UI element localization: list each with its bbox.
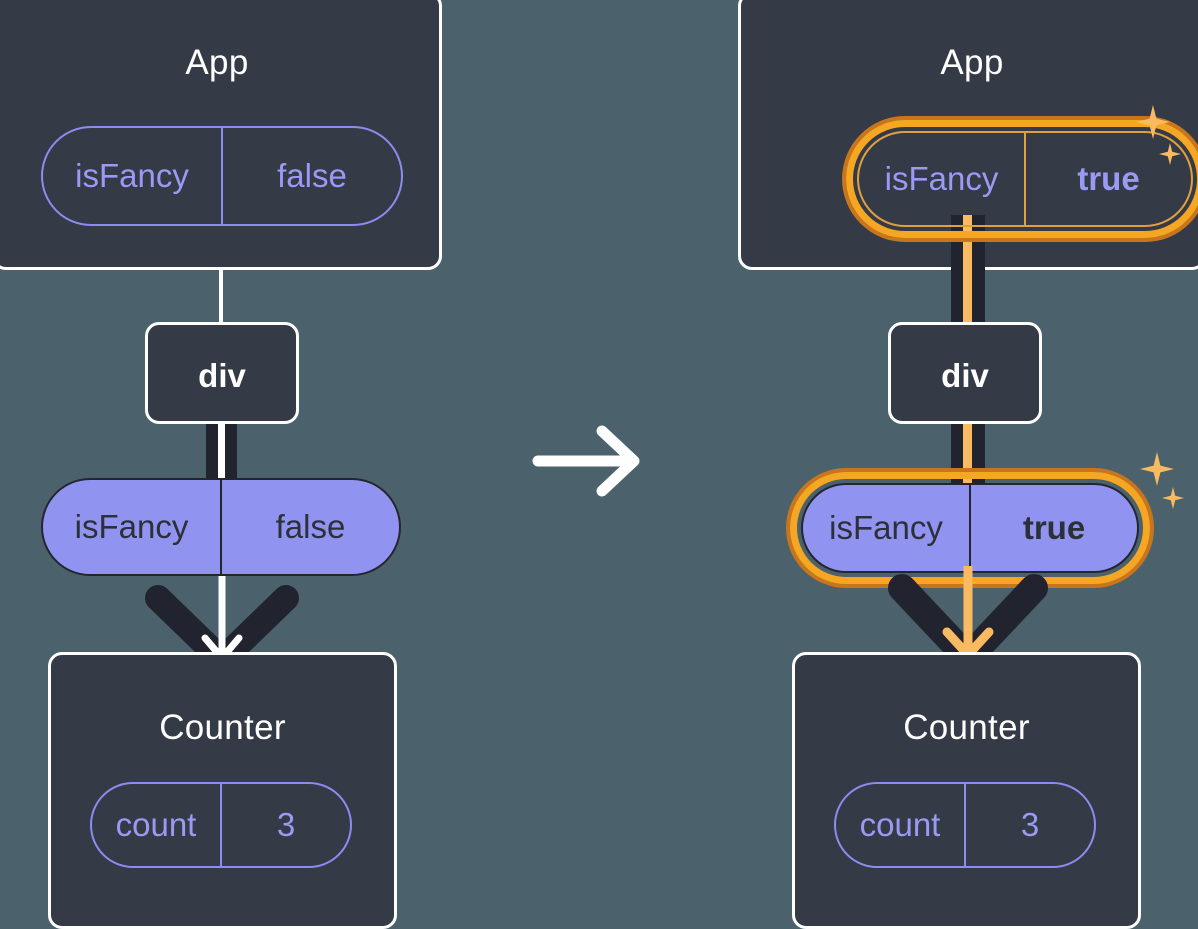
prop-value-before: false: [275, 508, 346, 545]
app-state-value-after: true: [1077, 160, 1140, 197]
counter-title-after: Counter: [903, 708, 1030, 747]
counter-state-key-after: count: [859, 806, 941, 843]
app-state-key-after: isFancy: [884, 160, 999, 197]
counter-title-before: Counter: [159, 708, 286, 747]
sparkle-prop-small-after: [1162, 487, 1184, 509]
div-label-before: div: [198, 357, 246, 394]
prop-key-before: isFancy: [74, 508, 189, 545]
app-state-pill-before: isFancy false: [41, 126, 403, 226]
app-title-after: App: [940, 43, 1004, 82]
div-label-after: div: [941, 357, 989, 394]
div-box-after: div: [888, 322, 1042, 424]
app-state-pill-after: isFancy true: [857, 131, 1193, 227]
app-state-value-before: false: [277, 157, 347, 194]
prop-value-after: true: [1022, 509, 1086, 546]
connector-app-to-div-before: [219, 268, 223, 326]
connector-app-to-div-dark-right-after: [972, 215, 985, 327]
connector-app-to-div-core-after: [963, 215, 972, 327]
panel-before: App isFancy false div isFancy false: [0, 0, 599, 929]
panel-after: App isFancy true div isFancy: [599, 0, 1198, 929]
prop-key-after: isFancy: [829, 509, 943, 546]
pill-divider: [969, 485, 971, 571]
app-state-key-before: isFancy: [75, 157, 189, 194]
counter-state-key-before: count: [115, 806, 197, 843]
pill-divider: [220, 784, 222, 866]
counter-state-pill-after: count 3: [834, 782, 1096, 868]
pill-divider: [964, 784, 966, 866]
transition-arrow: [530, 425, 650, 497]
div-box-before: div: [145, 322, 299, 424]
pill-divider: [1024, 133, 1026, 225]
counter-state-value-before: 3: [276, 806, 296, 843]
connector-app-to-div-dark-left-after: [951, 215, 964, 327]
connector-div-to-prop-dark-left-after: [951, 424, 964, 484]
counter-state-value-after: 3: [1020, 806, 1040, 843]
connector-div-to-prop-dark-right-before: [225, 424, 237, 484]
sparkle-prop-big-after: [1140, 452, 1174, 486]
connector-div-to-prop-core-after: [963, 424, 972, 484]
connector-div-to-prop-dark-right-after: [972, 424, 985, 484]
prop-pill-before: isFancy false: [41, 478, 401, 576]
prop-pill-after: isFancy true: [801, 483, 1139, 573]
connector-div-to-prop-dark-left-before: [206, 424, 218, 484]
connector-div-to-prop-core-before: [218, 424, 225, 484]
arrow-right-icon: [532, 425, 640, 497]
pill-divider: [221, 128, 223, 224]
pill-divider: [220, 480, 222, 574]
counter-state-pill-before: count 3: [90, 782, 352, 868]
app-title-before: App: [185, 43, 249, 82]
